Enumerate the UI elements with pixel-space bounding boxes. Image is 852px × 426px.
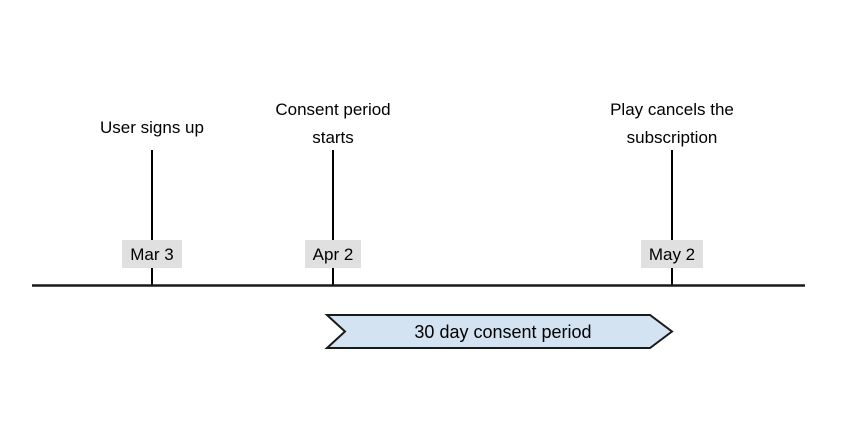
- date-badge-background: [641, 240, 703, 268]
- consent-period-banner-shape: [324, 314, 674, 349]
- milestone-caption-line-1: Consent period: [275, 100, 390, 119]
- milestone-caption-line-1: Play cancels the: [610, 100, 734, 119]
- date-badge-background: [305, 240, 361, 268]
- milestone-user-signs-up[interactable]: User signs up Mar 3: [100, 118, 204, 285]
- date-badge-label: Apr 2: [313, 245, 354, 264]
- consent-period-banner-label: 30 day consent period: [414, 322, 591, 342]
- date-badge-label: Mar 3: [130, 245, 173, 264]
- consent-period-banner[interactable]: 30 day consent period: [324, 314, 674, 349]
- milestone-play-cancels-subscription[interactable]: Play cancels the subscription May 2: [610, 100, 734, 285]
- date-badge-background: [122, 240, 182, 268]
- milestone-caption-line-2: subscription: [627, 128, 718, 147]
- date-badge-label: May 2: [649, 245, 695, 264]
- milestone-caption-line-1: User signs up: [100, 118, 204, 137]
- milestone-consent-period-starts[interactable]: Consent period starts Apr 2: [275, 100, 391, 285]
- milestone-caption-line-2: starts: [312, 128, 354, 147]
